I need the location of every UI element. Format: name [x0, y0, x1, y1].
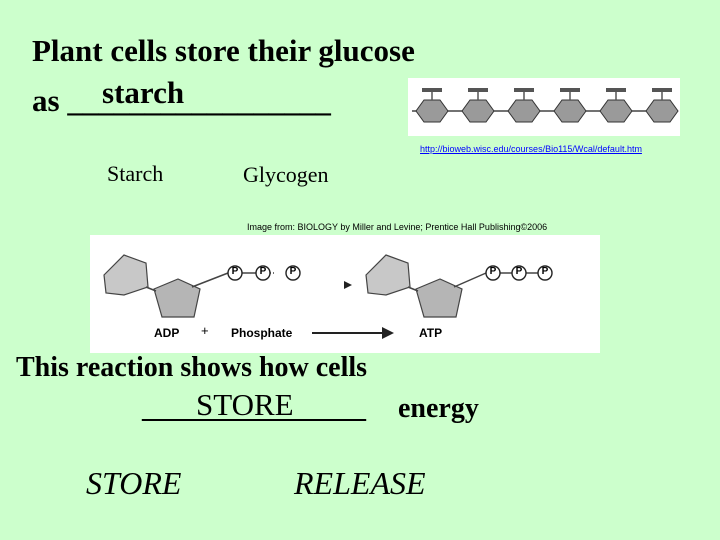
phosphate-p-3: P	[289, 266, 297, 277]
title-line-2: as _________________	[32, 85, 331, 116]
answer-blank-2: ________________	[142, 393, 366, 424]
atp-label: ATP	[419, 326, 443, 340]
answer-blank-1: _________________	[67, 83, 331, 118]
choice-glycogen: Glycogen	[243, 162, 329, 187]
phosphate-p-5: P	[515, 266, 523, 277]
phosphate-p-1: P	[231, 266, 239, 277]
phosphate-p-2: P	[259, 266, 267, 277]
plus-sign: +	[201, 323, 209, 338]
choice-release: RELEASE	[294, 465, 426, 501]
phosphate-p-6: P	[541, 266, 549, 277]
source-url-link[interactable]: http://bioweb.wisc.edu/courses/Bio115/Wc…	[420, 144, 642, 154]
phosphate-label: Phosphate	[231, 326, 293, 340]
phosphate-p-4: P	[489, 266, 497, 277]
atp-reaction-graphic	[103, 254, 553, 339]
title-line-1: Plant cells store their glucose	[32, 33, 415, 68]
choice-store: STORE	[86, 465, 182, 501]
adp-label: ADP	[154, 326, 180, 340]
energy-word: energy	[398, 393, 479, 424]
starch-chain-image	[408, 78, 680, 136]
atp-reaction-diagram: P P P P P P ADP + Phosphate ATP	[90, 235, 600, 353]
image-credit: Image from: BIOLOGY by Miller and Levine…	[247, 222, 548, 232]
answer-starch: starch	[102, 75, 185, 110]
answer-store: STORE	[196, 387, 294, 422]
title-prefix: as	[32, 83, 68, 118]
reaction-line: This reaction shows how cells	[16, 352, 368, 383]
choice-starch: Starch	[107, 161, 164, 186]
starch-chain-graphic	[412, 88, 679, 123]
